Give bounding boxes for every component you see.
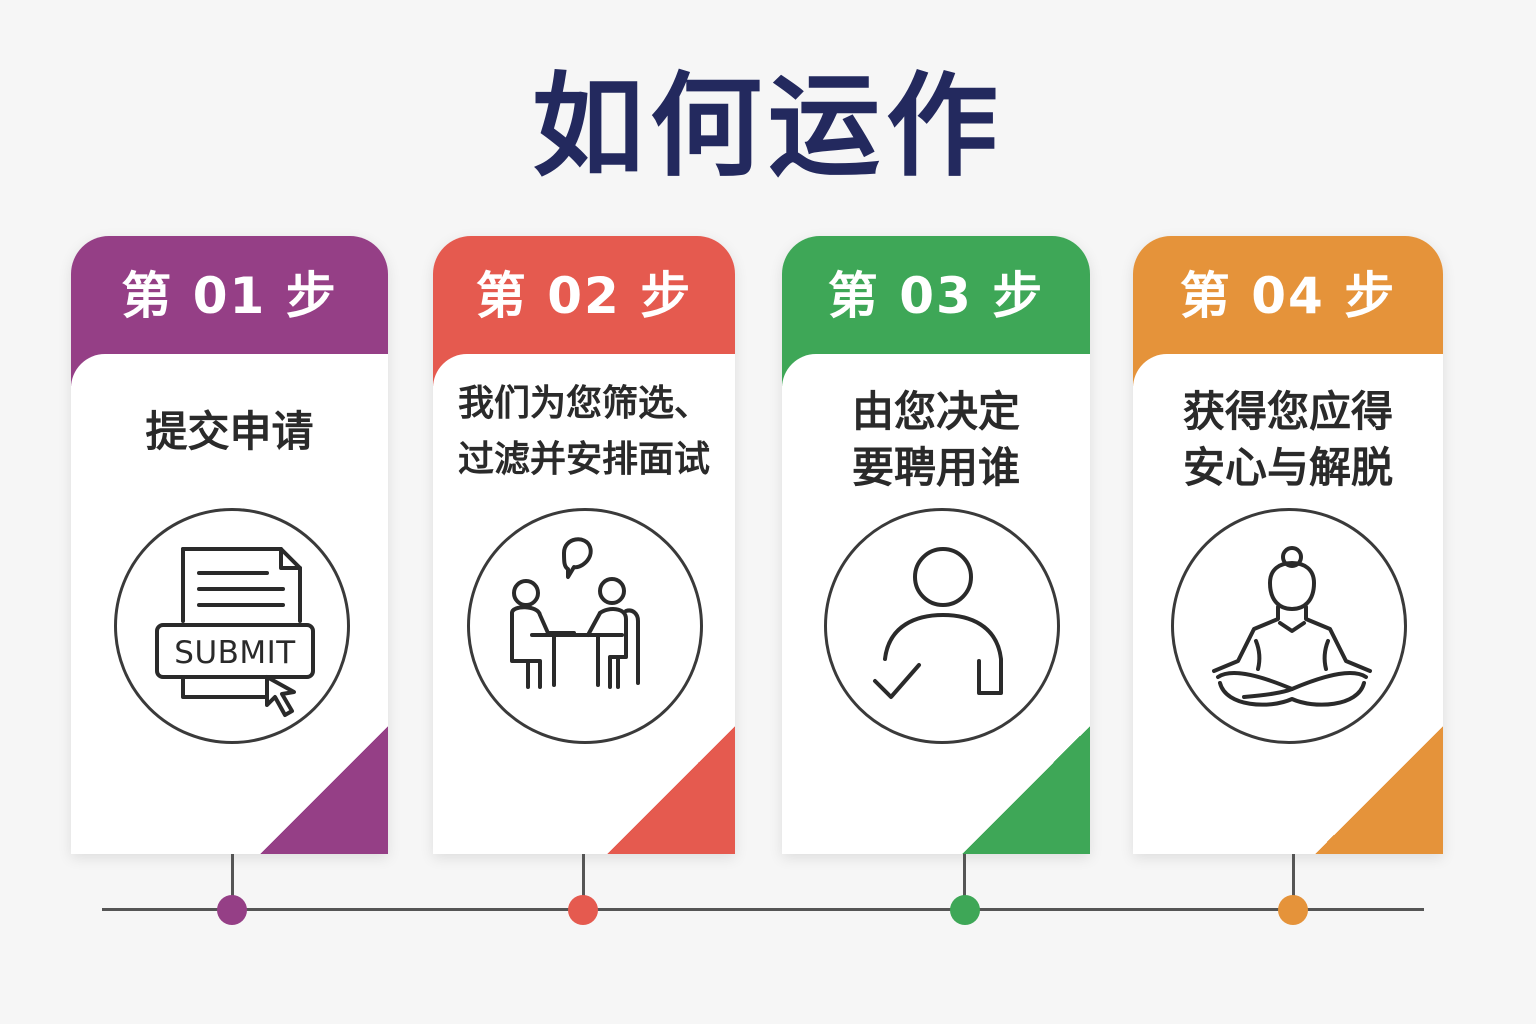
icon-circle	[824, 508, 1060, 744]
corner-accent	[607, 726, 735, 854]
timeline-dot-2	[568, 895, 598, 925]
submit-text: SUBMIT	[174, 635, 296, 671]
timeline-dot-1	[217, 895, 247, 925]
step-label: 第 03 步	[827, 267, 1045, 325]
icon-circle	[467, 508, 703, 744]
timeline-stem-1	[231, 854, 234, 898]
timeline-line	[102, 908, 1424, 911]
timeline-stem-2	[582, 854, 585, 898]
step-description: 由您决定 要聘用谁	[851, 387, 1020, 492]
meditation-icon	[1212, 546, 1372, 707]
submit-form-icon: SUBMIT	[155, 547, 315, 717]
interview-icon	[510, 537, 640, 689]
timeline-dot-4	[1278, 895, 1308, 925]
step-description: 获得您应得 安心与解脱	[1182, 387, 1393, 492]
icon-circle	[1171, 508, 1407, 744]
corner-accent	[260, 726, 388, 854]
step-card-2: 第 02 步 我们为您筛选、 过滤并安排面试	[433, 236, 735, 854]
step-description: 提交申请	[145, 407, 314, 456]
step-card-3: 第 03 步 由您决定 要聘用谁	[782, 236, 1090, 854]
step-label: 第 02 步	[475, 267, 693, 325]
timeline-stem-4	[1292, 854, 1295, 898]
page-title: 如何运作	[532, 62, 1004, 192]
step-description: 我们为您筛选、 过滤并安排面试	[457, 383, 710, 480]
corner-accent	[962, 726, 1090, 854]
step-card-4: 第 04 步 获得您应得 安心与解脱	[1133, 236, 1443, 854]
step-card-1: 第 01 步 提交申请 SUBMIT	[71, 236, 388, 854]
person-check-icon	[873, 547, 1003, 699]
timeline-stem-3	[963, 854, 966, 898]
corner-accent	[1315, 726, 1443, 854]
timeline-dot-3	[950, 895, 980, 925]
icon-circle: SUBMIT	[114, 508, 350, 744]
step-label: 第 01 步	[121, 267, 338, 325]
step-label: 第 04 步	[1179, 267, 1397, 325]
